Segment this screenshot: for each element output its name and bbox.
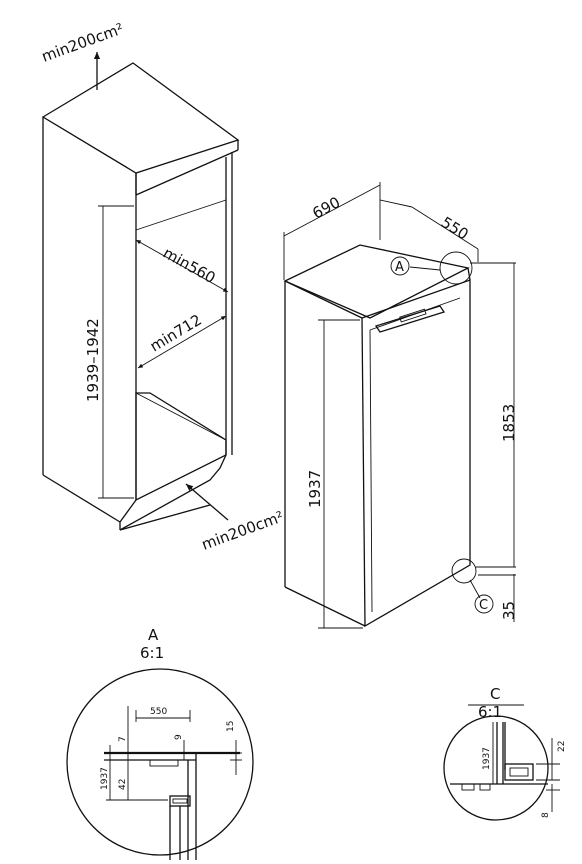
detail-a-dim-42: 42 (118, 779, 128, 790)
appliance-width-label: 550 (438, 213, 472, 243)
detail-c-dim-22: 22 (557, 741, 567, 752)
detail-a-marker: A (395, 260, 404, 275)
cabinet-drawing (41, 51, 240, 531)
cabinet-depth-label: min560 (160, 244, 219, 287)
vent-top-label: min200cm² (39, 20, 126, 66)
detail-c-dim-1937: 1937 (482, 747, 492, 770)
detail-a-dim-7: 7 (118, 736, 128, 742)
detail-a-dim-550: 550 (150, 707, 167, 717)
detail-a-dim-1937: 1937 (100, 767, 110, 790)
vent-bottom-label: min200cm² (199, 508, 286, 554)
detail-c-dim-8: 8 (541, 812, 551, 818)
appliance-depth-label: 690 (309, 193, 343, 222)
detail-a (66, 668, 254, 860)
appliance-total-height-label: 1853 (500, 404, 518, 442)
appliance-base-gap-label: 35 (500, 601, 518, 620)
appliance-drawing (283, 182, 516, 629)
appliance-height-label: 1937 (306, 470, 324, 508)
detail-c (443, 704, 560, 821)
detail-a-title: A (148, 626, 159, 644)
cabinet-height-label: 1939–1942 (84, 318, 102, 402)
detail-a-dim-9: 9 (174, 734, 184, 740)
detail-c-title: C (490, 685, 500, 703)
detail-c-scale: 6:1 (478, 703, 502, 721)
detail-a-scale: 6:1 (140, 644, 164, 662)
detail-c-marker: C (479, 598, 488, 613)
detail-a-dim-15: 15 (226, 721, 236, 732)
cabinet-width-label: min712 (147, 311, 205, 356)
